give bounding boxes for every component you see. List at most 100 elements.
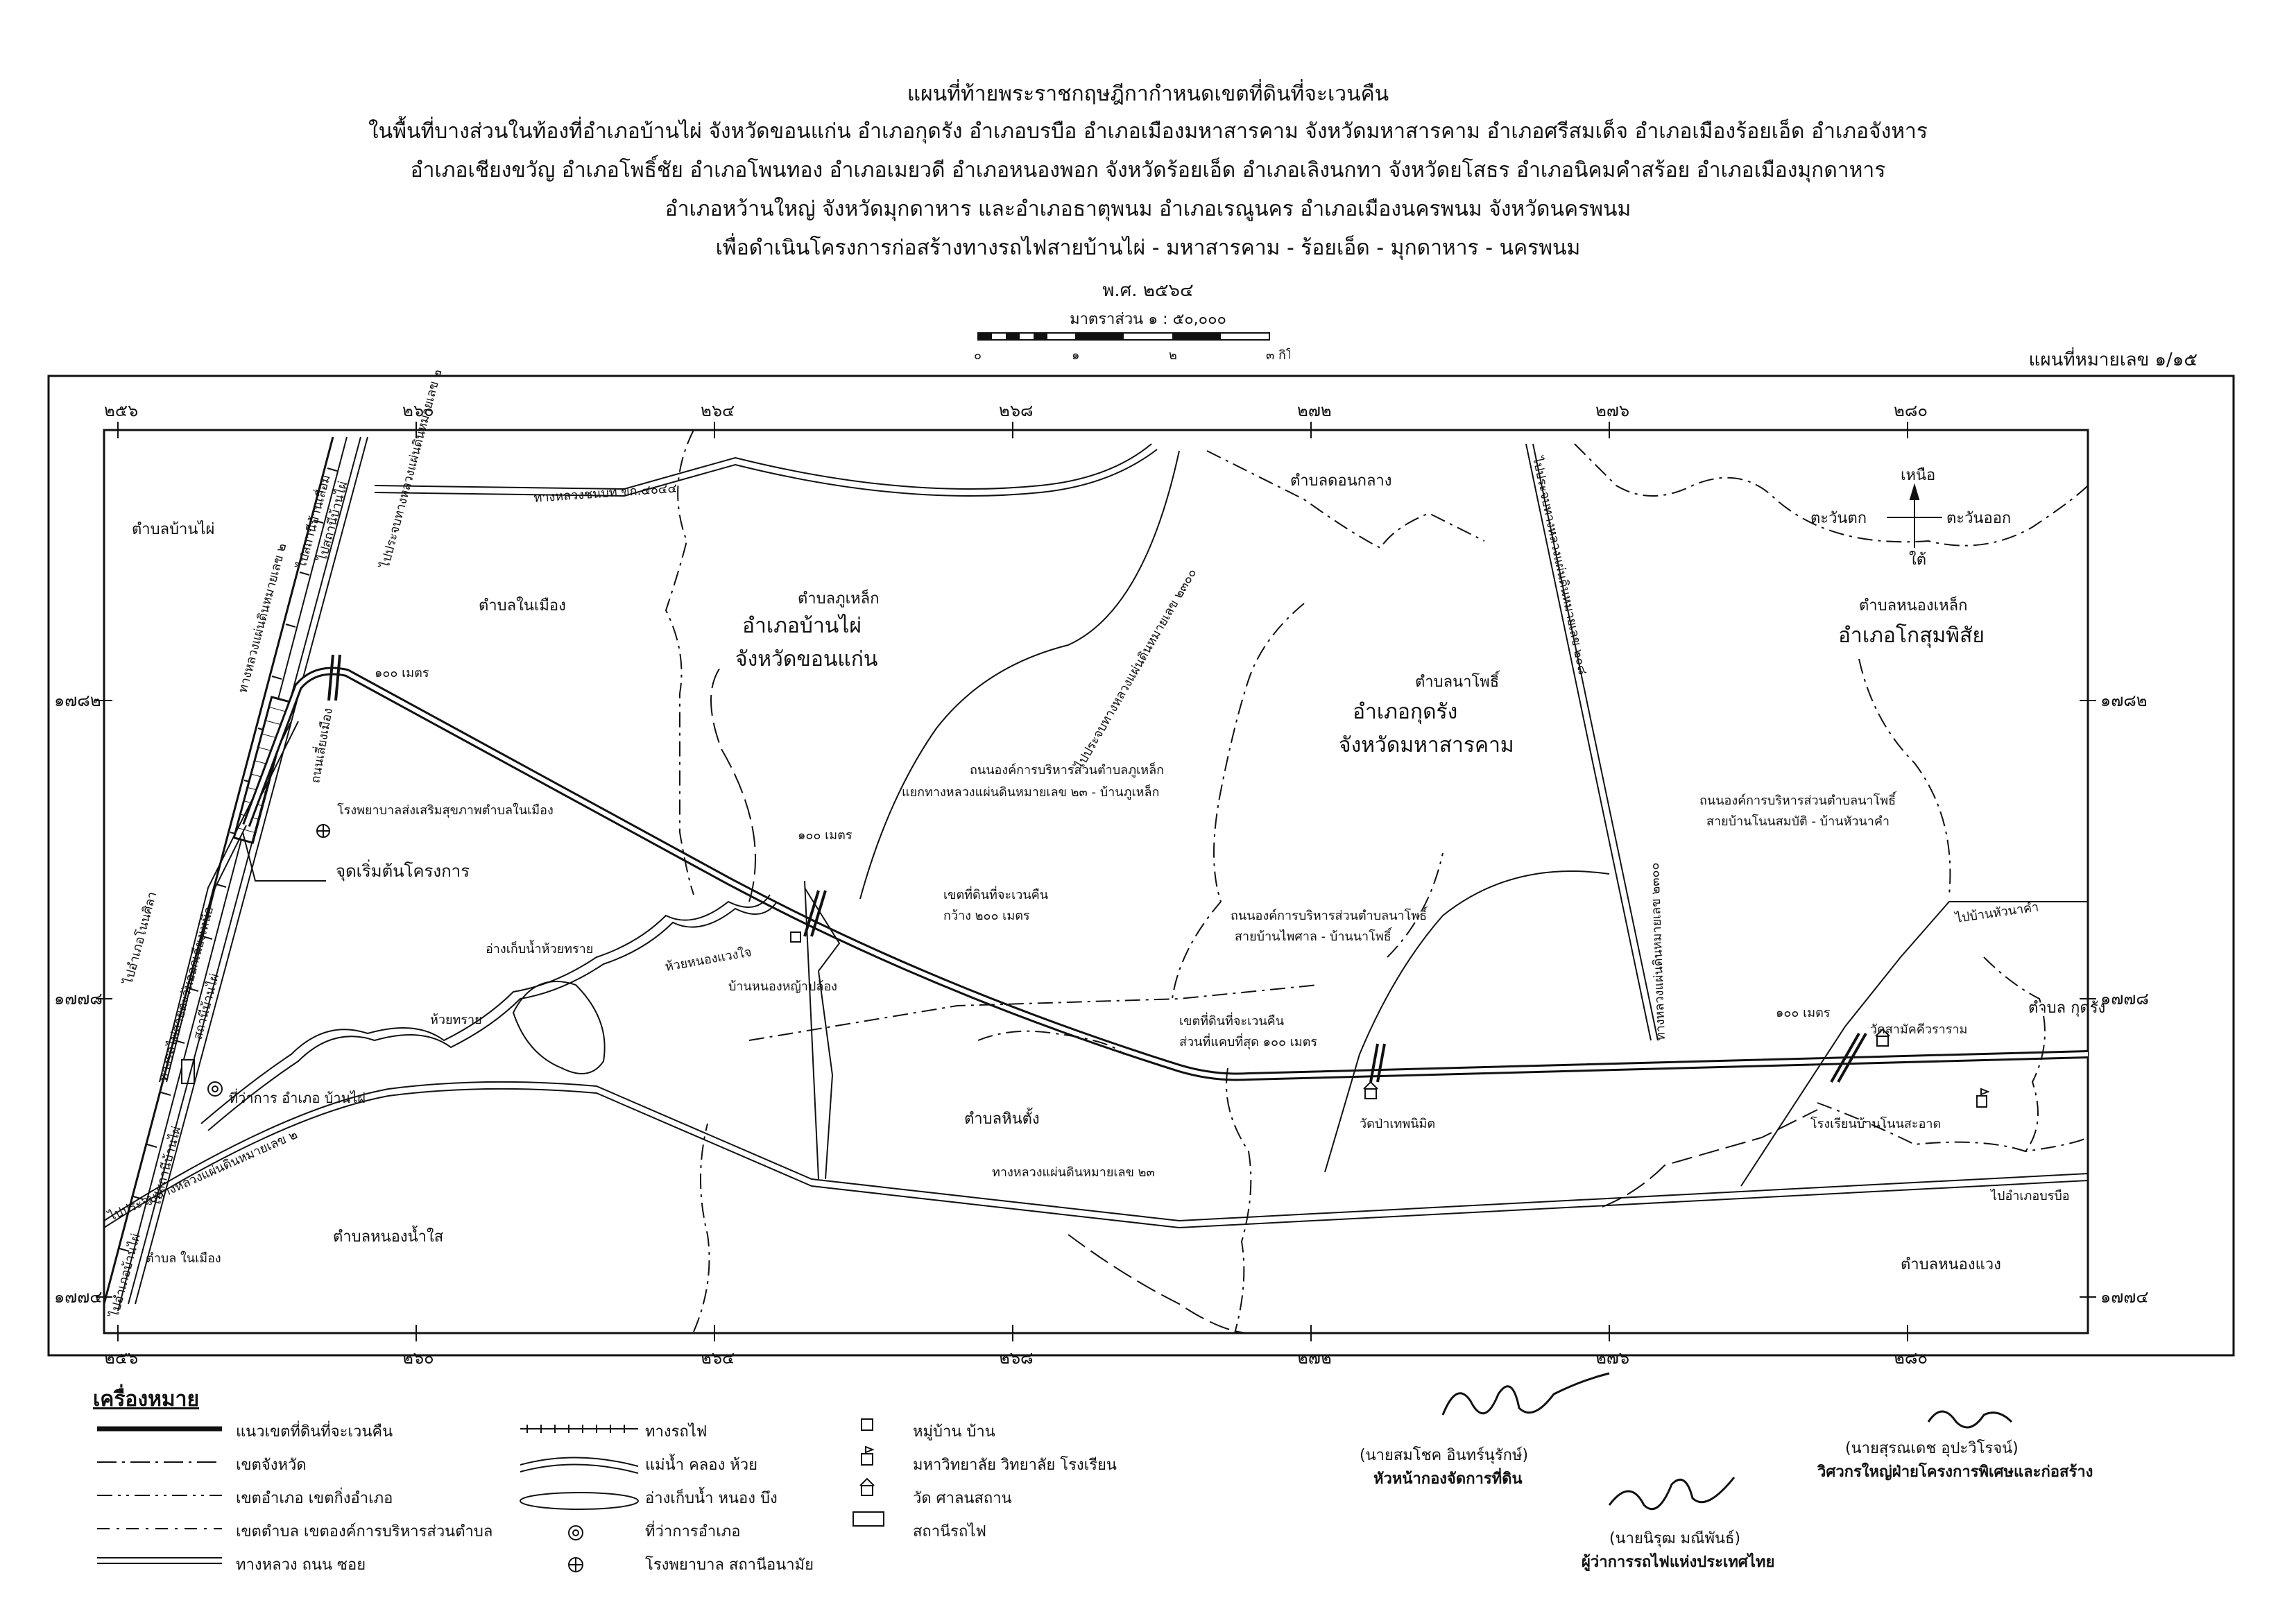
label-expropriation-2: เขตที่ดินที่จะเวนคืน — [1179, 1012, 1284, 1029]
label-huai-sai: ห้วยทราย — [430, 1013, 482, 1027]
label-hwy-rural: ทางหลวงชนบท ขก.๔๐๔๔ — [533, 481, 678, 506]
title-line-5: เพื่อดำเนินโครงการก่อสร้างทางรถไฟสายบ้าน… — [715, 236, 1581, 260]
label-t-donklang: ตำบลดอนกลาง — [1290, 472, 1392, 490]
label-t-phulek: ตำบลภูเหล็ก — [798, 588, 879, 608]
label-hwy2-c: ไปประจบทางหลวงแผ่นดินหมายเลข ๒ — [105, 1126, 300, 1224]
map-title: แผนที่ท้ายพระราชกฤษฎีกากำหนดเขตที่ดินที่… — [907, 82, 1389, 106]
label-village-nongya: บ้านหนองหญ้าปล้อง — [728, 979, 837, 994]
legend-item-road: ทางหลวง ถนน ซอย — [236, 1556, 366, 1574]
grid-right-1774: ๑๗๗๔ — [2100, 1287, 2149, 1307]
label-t-naphot: ตำบลนาโพธิ์ — [1415, 671, 1500, 691]
huanakham-road — [1740, 901, 2088, 1187]
village-symbol — [790, 931, 801, 943]
label-expropriation: เขตที่ดินที่จะเวนคืน — [943, 886, 1048, 902]
label-huai-nong: ห้วยหนองแวงใจ — [664, 944, 753, 974]
stream-huaisai — [200, 894, 778, 1131]
grid-top-280: ๒๘๐ — [1894, 401, 1928, 420]
hwy23-road — [103, 1081, 2089, 1229]
label-t-banphai: ตำบลบ้านไผ่ — [132, 520, 214, 538]
legend-item-province: เขตจังหวัด — [236, 1457, 307, 1474]
label-hwy2300-b: ทางหลวงแผ่นดินหมายเลข ๒๓๐๐ — [1647, 862, 1668, 1040]
label-p-khonkaen: จังหวัดขอนแก่น — [735, 647, 877, 671]
grid-bottom-260: ๒๖๐ — [402, 1348, 434, 1368]
grid-bottom-268: ๒๖๘ — [999, 1348, 1034, 1368]
label-road-naphot-4: สายบ้านโนนสมบัติ - บ้านหัวนาคำ — [1706, 814, 1890, 829]
label-width200: กว้าง ๒๐๐ เมตร — [943, 909, 1030, 923]
temple-thep-symbol — [1364, 1088, 1377, 1099]
phulek-road — [859, 450, 1180, 900]
reservoir-shape — [512, 981, 606, 1074]
grid-bottom-264: ๒๖๔ — [701, 1348, 735, 1368]
label-hwy208: ไปประจบทางหลวงแผ่นดินหมายเลข ๒๐๘ — [1530, 454, 1591, 676]
label-to-borabue: ไปอำเภอบรบือ — [1989, 1188, 2070, 1203]
label-a-banphai: อำเภอบ้านไผ่ — [742, 613, 862, 638]
legend-item-district: เขตอำเภอ เขตกิ่งอำเภอ — [236, 1490, 393, 1507]
title-line-4: อำเภอหว้านใหญ่ จังหวัดมุกดาหาร และอำเภอธ… — [665, 197, 1631, 221]
signature-1-title: หัวหน้ากองจัดการที่ดิน — [1373, 1470, 1523, 1488]
signature-3-name: (นายสุรณเดช อุปะวิโรจน์) — [1845, 1440, 2019, 1457]
grid-left-1774: ๑๗๗๔ — [54, 1287, 103, 1307]
legend-symbols-3 — [853, 1418, 884, 1527]
label-a-kosum: อำเภอโกสุมพิสัย — [1838, 623, 1985, 649]
grid-bottom-280: ๒๘๐ — [1894, 1348, 1928, 1368]
south-label: ใต้ — [1909, 551, 1926, 569]
label-temple-sala: วัดสามัคคีวราราม — [1870, 1022, 1967, 1037]
label-bypass: ถนนเลี่ยงเมือง — [306, 707, 336, 784]
signature-2-name: (นายนิรุฒ มณีพันธ์) — [1609, 1530, 1741, 1547]
north-arrow — [1887, 483, 1942, 548]
title-line-3: อำเภอเชียงขวัญ อำเภอโพธิ์ชัย อำเภอโพนทอง… — [410, 158, 1886, 182]
label-hwy2: ทางหลวงแผ่นดินหมายเลข ๒ — [236, 542, 290, 694]
grid-right-1778: ๑๗๗๘ — [2100, 989, 2149, 1008]
label-t-nonglek: ตำบลหนองเหล็ก — [1859, 595, 1967, 615]
grid-bottom-276: ๒๗๖ — [1595, 1348, 1629, 1368]
year-label: พ.ศ. ๒๕๖๔ — [1102, 280, 1194, 301]
label-t-hintang: ตำบลหินตั้ง — [964, 1108, 1040, 1128]
grid-left-1782: ๑๗๘๒ — [54, 691, 101, 710]
school-symbol — [1976, 1095, 1987, 1108]
legend-item-village: หมู่บ้าน บ้าน — [913, 1423, 995, 1441]
grid-bottom-272: ๒๗๒ — [1297, 1348, 1332, 1368]
scale-text: มาตราส่วน ๑ : ๕๐,๐๐๐ — [1070, 311, 1226, 328]
scale-tick-1: ๑ — [1072, 348, 1079, 363]
label-road-phulek-2: แยกทางหลวงแผ่นดินหมายเลข ๒๓ - บ้านภูเหล็… — [902, 784, 1159, 800]
label-start: จุดเริ่มต้นโครงการ — [336, 859, 470, 882]
signature-1 — [1441, 1372, 1610, 1416]
label-a-kudrang: อำเภอกุดรัง — [1353, 700, 1457, 725]
grid-top-264: ๒๖๔ — [701, 401, 735, 420]
legend-item-station: สถานีรถไฟ — [913, 1523, 986, 1540]
legend-item-railway: ทางรถไฟ — [645, 1423, 708, 1441]
label-hwy23: ทางหลวงแผ่นดินหมายเลข ๒๓ — [992, 1165, 1155, 1180]
label-road-naphot-2: สายบ้านไพศาล - บ้านนาโพธิ์ — [1235, 927, 1393, 944]
inner-frame — [103, 429, 2089, 1334]
legend-item-expropriation: แนวเขตที่ดินที่จะเวนคืน — [236, 1423, 393, 1441]
signature-3 — [1927, 1410, 2013, 1429]
grid-left-1778: ๑๗๗๘ — [54, 989, 103, 1008]
west-label: ตะวันตก — [1810, 510, 1867, 527]
label-t-naimuang: ตำบลในเมือง — [479, 596, 566, 615]
label-w100-2: ๑๐๐ เมตร — [798, 828, 853, 843]
district-office-symbol — [207, 1081, 223, 1097]
label-hwy2300: ไปประจบทางหลวงแผ่นดินหมายเลข ๒๓๐๐ — [1071, 566, 1199, 773]
temple-sala-symbol — [1876, 1036, 1889, 1047]
legend-title: เครื่องหมาย — [93, 1387, 200, 1411]
label-to-huanakham: ไปบ้านหัวนาคำ — [1953, 899, 2040, 926]
province-boundary — [710, 665, 1818, 1334]
title-line-2: ในพื้นที่บางส่วนในท้องที่อำเภอบ้านไผ่ จั… — [368, 119, 1928, 144]
legend-item-reservoir: อ่างเก็บน้ำ หนอง บึง — [645, 1490, 778, 1507]
sheet-number: แผนที่หมายเลข ๑/๑๕ — [2028, 350, 2198, 370]
rural-road-top — [374, 443, 1158, 497]
legend-symbols — [97, 1425, 639, 1572]
label-hwy2-b: ไปประจบทางหลวงแผ่นดินหมายเลข ๒ — [377, 368, 445, 571]
outer-frame — [47, 375, 2235, 1357]
grid-top-272: ๒๗๒ — [1297, 401, 1332, 420]
label-p-mahasarakham: จังหวัดมหาสารคาม — [1339, 733, 1514, 757]
scale-tick-3: ๓ กิโลเมตร — [1266, 347, 1290, 363]
label-w100-3: ๑๐๐ เมตร — [1776, 1006, 1831, 1020]
label-reservoir: อ่างเก็บน้ำห้วยทราย — [486, 940, 593, 956]
label-width-min: ส่วนที่แคบที่สุด ๑๐๐ เมตร — [1179, 1033, 1317, 1049]
railway-ticks — [119, 467, 338, 1252]
label-road-naphot-1: ถนนองค์การบริหารส่วนตำบลนาโพธิ์ — [1231, 906, 1428, 923]
grid-top-276: ๒๗๖ — [1595, 401, 1629, 420]
signature-3-title: วิศวกรใหญ่ฝ่ายโครงการพิเศษและก่อสร้าง — [1817, 1463, 2093, 1481]
